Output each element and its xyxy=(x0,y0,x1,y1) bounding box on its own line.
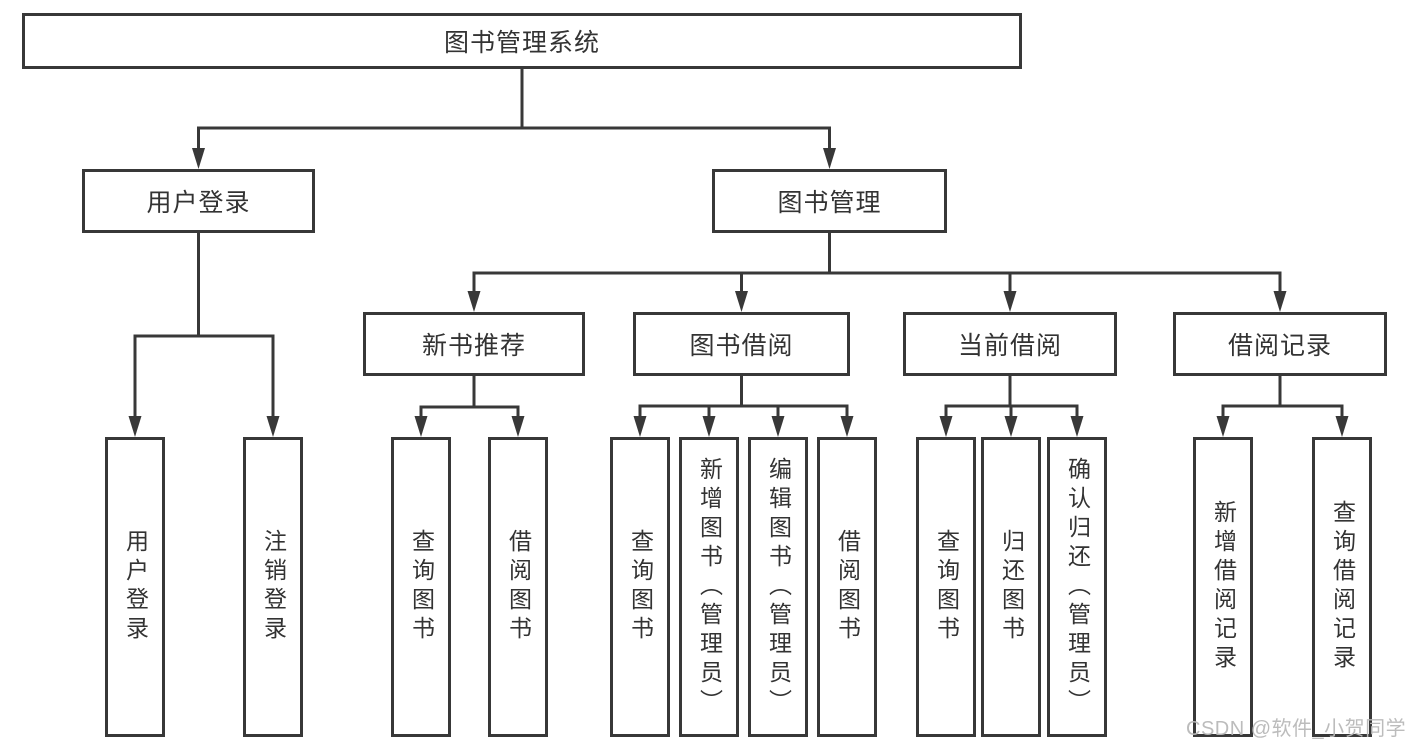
leaf-current-query-books-label: 查询图书 xyxy=(933,529,960,645)
leaf-recommend-borrow-books-label: 借阅图书 xyxy=(505,529,532,645)
leaf-records-query-record-label: 查询借阅记录 xyxy=(1329,500,1356,674)
leaf-logout-login: 注销登录 xyxy=(243,437,303,737)
leaf-recommend-borrow-books: 借阅图书 xyxy=(488,437,548,737)
leaf-current-confirm-return-admin: 确认归还（管理员） xyxy=(1047,437,1107,737)
node-user-login: 用户登录 xyxy=(82,169,315,233)
leaf-borrowing-query-books-label: 查询图书 xyxy=(627,529,654,645)
leaf-borrowing-edit-books-admin: 编辑图书（管理员） xyxy=(748,437,808,737)
leaf-user-login-label: 用户登录 xyxy=(122,529,149,645)
node-current-borrowing: 当前借阅 xyxy=(903,312,1117,376)
leaf-records-query-record: 查询借阅记录 xyxy=(1312,437,1372,737)
leaf-borrowing-borrow-books-label: 借阅图书 xyxy=(834,529,861,645)
leaf-borrowing-query-books: 查询图书 xyxy=(610,437,670,737)
watermark: CSDN @软件_小贺同学 xyxy=(1186,718,1405,740)
node-borrowing-records: 借阅记录 xyxy=(1173,312,1387,376)
leaf-logout-login-label: 注销登录 xyxy=(260,529,287,645)
leaf-current-return-books: 归还图书 xyxy=(981,437,1041,737)
leaf-records-add-record: 新增借阅记录 xyxy=(1193,437,1253,737)
leaf-current-query-books: 查询图书 xyxy=(916,437,976,737)
node-new-book-recommend: 新书推荐 xyxy=(363,312,585,376)
leaf-recommend-query-books: 查询图书 xyxy=(391,437,451,737)
leaf-borrowing-add-books-admin: 新增图书（管理员） xyxy=(679,437,739,737)
node-book-borrowing: 图书借阅 xyxy=(633,312,850,376)
node-book-management: 图书管理 xyxy=(712,169,947,233)
leaf-current-confirm-return-admin-label: 确认归还（管理员） xyxy=(1064,456,1091,718)
leaf-borrowing-add-books-admin-label: 新增图书（管理员） xyxy=(696,456,723,718)
leaf-recommend-query-books-label: 查询图书 xyxy=(408,529,435,645)
node-library-system: 图书管理系统 xyxy=(22,13,1022,69)
leaf-borrowing-edit-books-admin-label: 编辑图书（管理员） xyxy=(765,456,792,718)
leaf-user-login: 用户登录 xyxy=(105,437,165,737)
leaf-records-add-record-label: 新增借阅记录 xyxy=(1210,500,1237,674)
leaf-borrowing-borrow-books: 借阅图书 xyxy=(817,437,877,737)
leaf-current-return-books-label: 归还图书 xyxy=(998,529,1025,645)
